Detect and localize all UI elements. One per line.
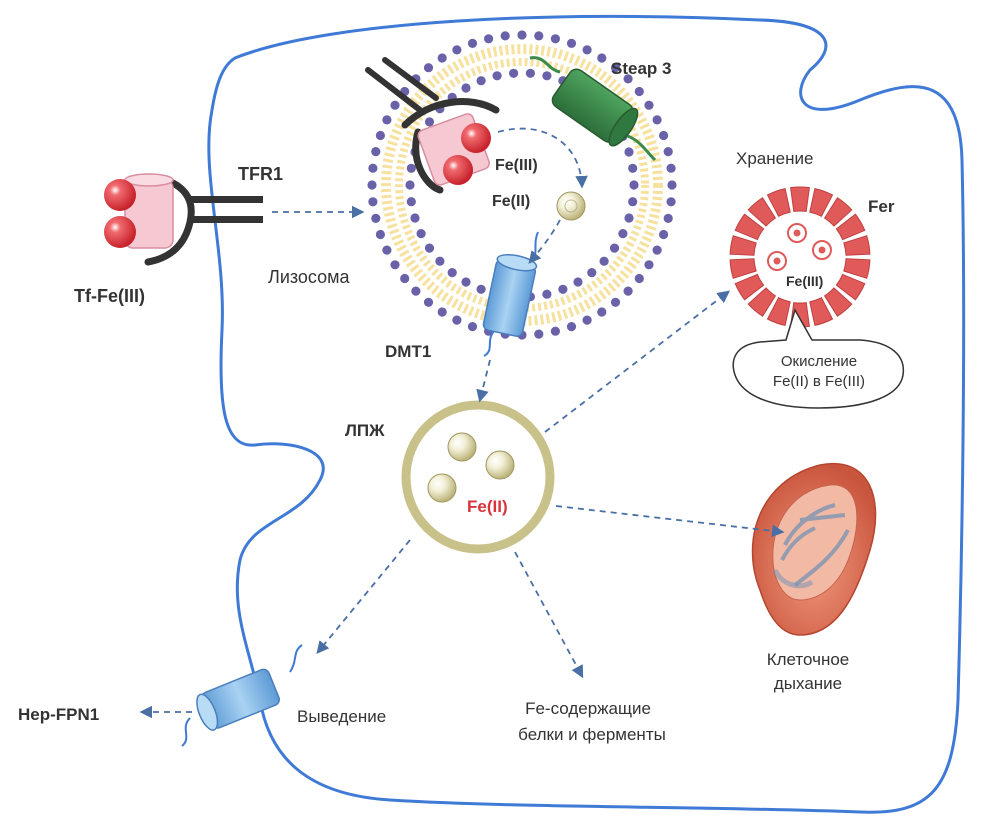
ferritin xyxy=(729,186,871,328)
lysosome xyxy=(367,30,677,340)
label-respiration-2: дыхание xyxy=(774,674,842,693)
label-proteins-1: Fe-содержащие xyxy=(525,699,651,718)
label-fe2-lysosome: Fe(II) xyxy=(492,193,530,210)
arrow-dmt1-to-lip xyxy=(476,359,491,403)
ferroportin-exporter xyxy=(181,644,303,747)
fe2-ion-lysosome xyxy=(556,191,586,221)
arrow-lip-to-proteins xyxy=(514,551,584,679)
steap3-protein xyxy=(529,56,657,162)
arrow-fe3-reduction xyxy=(497,127,588,189)
label-lysosome: Лизосома xyxy=(268,267,351,287)
label-steap3: Steap 3 xyxy=(611,59,671,78)
labile-iron-pool xyxy=(401,400,555,554)
label-hep-fpn1: Hep-FPN1 xyxy=(18,705,99,724)
label-fer: Fer xyxy=(868,197,895,216)
arrow-fe2-to-dmt1 xyxy=(528,219,561,264)
label-tf-fe3: Tf-Fe(III) xyxy=(74,286,145,306)
label-storage: Хранение xyxy=(736,149,813,168)
label-export: Выведение xyxy=(297,707,386,726)
cell-membrane xyxy=(207,14,966,814)
label-oxidation-2: Fe(II) в Fe(III) xyxy=(773,373,865,390)
label-fe3-lysosome: Fe(III) xyxy=(495,157,538,174)
lysosomal-receptor-complex xyxy=(365,57,500,194)
oxidation-bubble xyxy=(732,308,905,409)
label-proteins-2: белки и ферменты xyxy=(518,725,666,744)
tfr1-receptor xyxy=(144,174,263,266)
mitochondrion xyxy=(751,462,877,636)
label-tfr1: TFR1 xyxy=(238,164,283,184)
label-oxidation-1: Окисление xyxy=(781,353,857,370)
label-respiration-1: Клеточное xyxy=(767,650,850,669)
label-lip: ЛПЖ xyxy=(345,421,385,440)
pathway-arrows xyxy=(139,127,785,719)
label-fe3-ferritin: Fe(III) xyxy=(786,273,823,289)
arrow-lip-to-export xyxy=(316,539,411,654)
label-dmt1: DMT1 xyxy=(385,342,431,361)
label-fe2-lip: Fe(II) xyxy=(467,497,508,516)
transferrin-iron-complex xyxy=(104,173,174,249)
dmt1-transporter xyxy=(482,231,539,357)
arrow-lip-to-mitochondrion xyxy=(555,505,785,538)
arrow-lip-to-ferritin xyxy=(544,290,731,433)
